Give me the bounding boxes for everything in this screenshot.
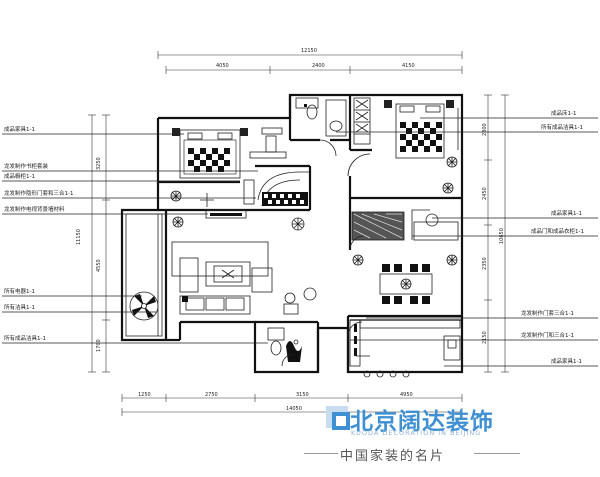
dim-top-total: 12150 [301,48,317,54]
exterior-walls [120,93,464,374]
dim-right-b: 2450 [482,187,488,200]
dim-left-c: 1700 [96,339,102,352]
plant-icon [286,341,302,362]
brand-subtitle: KUODA DECORATION IN BEIJING [351,429,482,437]
right-notes: 成品床1-1 所有成品洁具1-1 成品家具1-1 成品门和成品衣柜1-1 龙发制… [521,109,584,365]
armchair [251,267,273,293]
chair-icon [425,213,439,227]
bedroom-left [170,127,287,202]
dim-top-left: 4050 [216,63,229,69]
left-dimensions: 11150 3250 4550 1700 [76,114,110,373]
sofa-left [179,257,199,293]
right-note-3: 成品家具1-1 [551,209,582,217]
wardrobe-arc [243,171,310,207]
brand-slogan: 中国家装的名片 [340,449,446,464]
right-note-7: 成品家具1-1 [551,357,582,365]
sofa-bottom [179,295,251,315]
dim-bottom-total: 14050 [286,406,302,412]
bathroom-top [295,97,347,157]
right-note-6: 龙发制作门和三合1-1 [521,331,574,339]
lamp-icon [303,287,317,301]
dim-right-d: 2150 [482,331,488,344]
dim-bottom-c: 3150 [296,392,309,398]
rug [171,241,269,277]
study-room [349,182,459,251]
bathroom-bottom [267,327,302,367]
left-leaders [2,133,268,344]
dining-table [379,273,433,295]
right-note-5: 龙发制作门套三合1-1 [521,309,574,317]
right-dimensions: 2800 2450 2350 2150 10650 [482,94,509,373]
bed-right [395,103,445,159]
sink-icon [329,120,343,132]
brand-name: 北京阔达装饰 [350,409,494,435]
bedroom-right [347,97,459,177]
left-note-4: 龙发制作隐形门套和三合1-1 [4,189,73,197]
living-room [171,193,317,315]
bed-left [179,129,241,179]
left-note-5: 龙发制作电视背景墙材料 [4,205,65,213]
dim-left-b: 4550 [96,259,102,272]
side-table [284,292,296,304]
fridge [443,335,461,361]
kitchen [347,319,462,378]
stove-burner-icon [389,370,397,378]
left-note-6: 所有电器1-1 [4,287,35,295]
stove-burner-icon [402,370,410,378]
left-note-7: 所有洁具1-1 [4,303,35,311]
dim-left-total: 11150 [76,229,82,245]
left-note-8: 所有成品洁具1-1 [4,334,46,342]
toilet-icon [306,104,318,120]
dim-top-right: 4150 [402,63,415,69]
stove-burner-icon [363,370,371,378]
dim-bottom-b: 2750 [205,392,218,398]
toilet-icon [270,340,282,356]
left-note-1: 成品家具1-1 [4,125,35,133]
right-note-1: 成品床1-1 [551,109,576,117]
bottom-dimensions: 1250 2750 3150 4950 14050 [121,392,463,416]
left-note-3: 成品橱柜1-1 [4,172,35,180]
right-note-4: 成品门和成品衣柜1-1 [531,227,584,235]
slogan-rule-left [304,453,338,454]
bed-left-checker [188,148,230,172]
desk [261,127,283,135]
wardrobe-right [353,97,371,145]
stove-burner-icon [376,370,384,378]
left-notes: 成品家具1-1 龙发制作书柜套装 成品橱柜1-1 龙发制作隐形门套和三合1-1 … [4,125,73,342]
dim-bottom-a: 1250 [138,392,151,398]
left-note-2: 龙发制作书柜套装 [4,162,49,170]
brand-logo [326,406,350,430]
dim-bottom-d: 4950 [400,392,413,398]
dining-area [352,254,458,304]
right-leaders [336,117,598,367]
slogan-rule-right [474,453,520,454]
dim-right-a: 2800 [482,123,488,136]
top-dimensions: 12150 4050 2400 4150 [157,48,463,74]
coffee-table [205,261,251,287]
right-note-2: 所有成品洁具1-1 [541,123,583,131]
balcony [125,213,163,337]
dim-top-mid: 2400 [312,63,325,69]
dim-left-a: 3250 [96,157,102,170]
dim-right-c: 2350 [482,257,488,270]
